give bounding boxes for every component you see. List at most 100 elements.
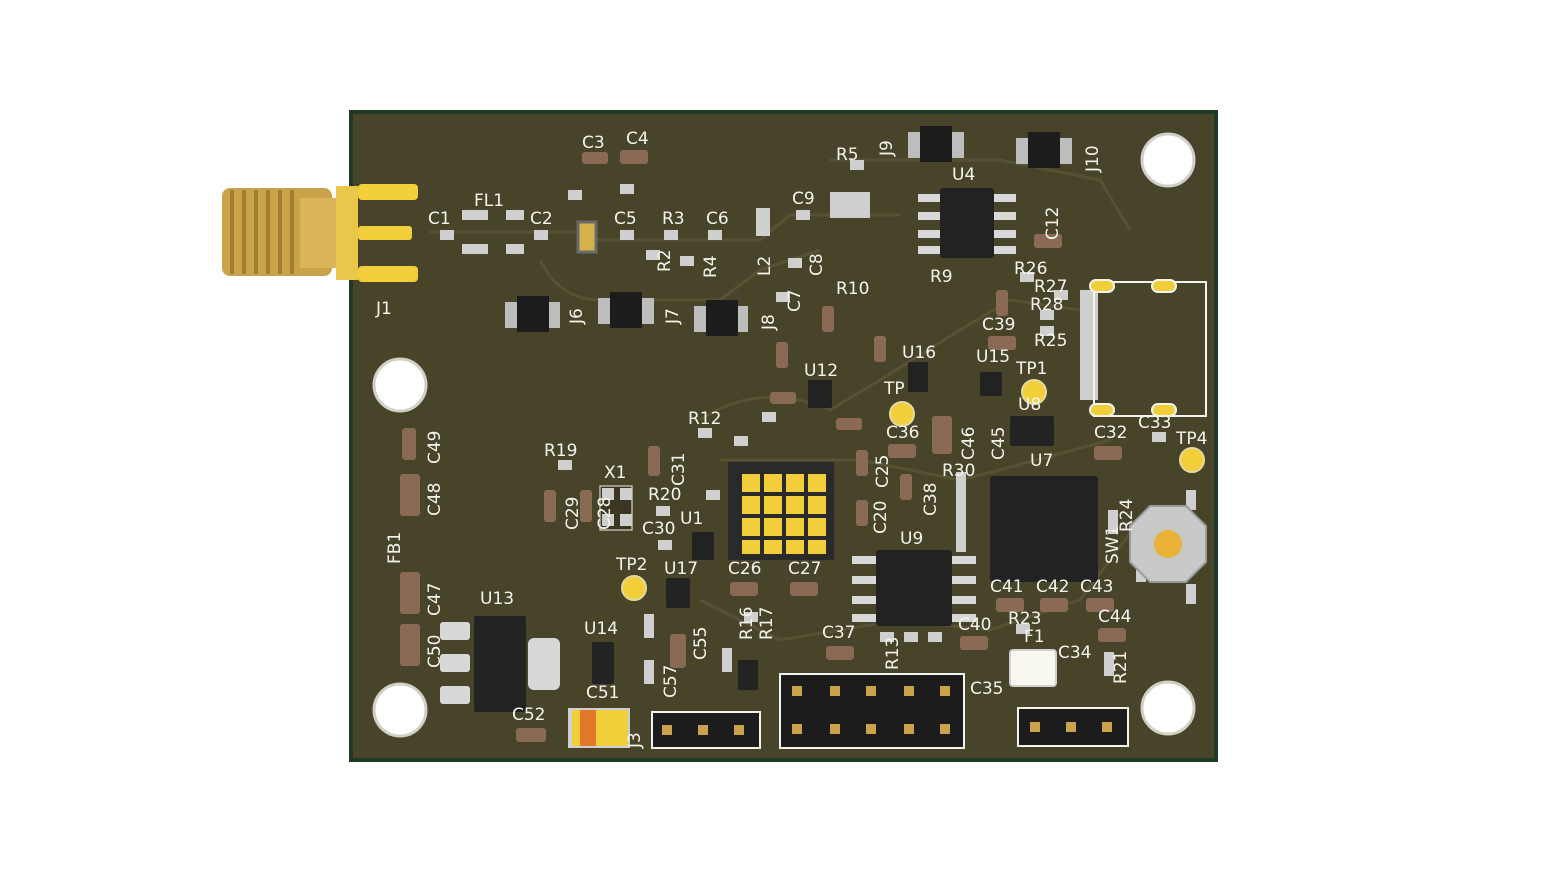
- ic-u4: [940, 188, 994, 258]
- mounting-hole-ml: [372, 357, 428, 413]
- label-j8: J8: [759, 314, 779, 331]
- silkscreen-labels: J1 FL1 C1 C2 C3 C4 C5 C6 R3 C9 R5 U4 J6 …: [375, 129, 1207, 749]
- label-c33: C33: [1138, 413, 1172, 433]
- label-c36: C36: [886, 423, 920, 443]
- label-c31: C31: [669, 452, 689, 486]
- label-r25: R25: [1034, 331, 1067, 351]
- label-u12: U12: [804, 361, 838, 381]
- label-r24: R24: [1117, 499, 1137, 532]
- mounting-holes: [372, 132, 1196, 738]
- tantalum-cap-c51: [568, 708, 630, 748]
- ic-packages: [474, 188, 1098, 712]
- label-c29: C29: [563, 496, 583, 530]
- label-c27: C27: [788, 559, 822, 579]
- label-c5: C5: [614, 209, 637, 229]
- sot-transistors: [505, 126, 1072, 336]
- label-r21: R21: [1111, 651, 1131, 684]
- mounting-hole-br: [1140, 680, 1196, 736]
- label-c57: C57: [661, 664, 681, 698]
- label-j1: J1: [375, 299, 392, 319]
- label-c39: C39: [982, 315, 1016, 335]
- label-c41: C41: [990, 577, 1024, 597]
- label-c6: C6: [706, 209, 729, 229]
- ic-u15: [980, 372, 1002, 396]
- label-c3: C3: [582, 133, 605, 153]
- label-c45: C45: [989, 426, 1009, 460]
- ic-u11: [738, 660, 758, 690]
- fuse-f1: [1009, 649, 1057, 687]
- label-r4: R4: [701, 255, 721, 278]
- label-sw1: SW1: [1103, 526, 1123, 564]
- crystal-x1: [599, 485, 633, 531]
- sma-connector-j1: [222, 184, 418, 282]
- label-r28: R28: [1030, 295, 1063, 315]
- label-c40: C40: [958, 615, 992, 635]
- label-c52: C52: [512, 705, 546, 725]
- pin-header-j5: [1017, 707, 1129, 747]
- label-c34: C34: [1058, 643, 1092, 663]
- label-j6: J6: [567, 308, 587, 325]
- label-j3: J3: [625, 732, 645, 749]
- passive-components: [400, 150, 1126, 742]
- label-u15: U15: [976, 347, 1010, 367]
- label-c25: C25: [873, 454, 893, 488]
- label-fb1: FB1: [385, 532, 405, 564]
- label-c26: C26: [728, 559, 762, 579]
- label-j10: J10: [1083, 145, 1103, 173]
- push-button-sw1: [1129, 490, 1207, 604]
- ic-u13: [474, 616, 526, 712]
- label-c37: C37: [822, 623, 856, 643]
- ic-u16: [908, 362, 928, 392]
- label-u9: U9: [900, 529, 923, 549]
- label-tp2: TP2: [615, 555, 647, 575]
- label-c7: C7: [785, 289, 805, 312]
- label-r20: R20: [648, 485, 681, 505]
- label-c46: C46: [959, 426, 979, 460]
- label-r5: R5: [836, 145, 859, 165]
- qfn-thermal-pads: [728, 462, 834, 560]
- label-r9: R9: [930, 267, 953, 287]
- label-u13: U13: [480, 589, 514, 609]
- label-u14: U14: [584, 619, 618, 639]
- label-j9: J9: [877, 140, 897, 157]
- label-c43: C43: [1080, 577, 1114, 597]
- label-r27: R27: [1034, 277, 1067, 297]
- test-point-tp2: [621, 575, 647, 601]
- label-u16: U16: [902, 343, 936, 363]
- label-c48: C48: [425, 482, 445, 516]
- label-c42: C42: [1036, 577, 1070, 597]
- label-c9: C9: [792, 189, 815, 209]
- rf-chip-u1: [576, 220, 598, 254]
- label-c55: C55: [691, 626, 711, 660]
- label-c2: C2: [530, 209, 553, 229]
- label-tp4: TP4: [1175, 429, 1207, 449]
- label-c44: C44: [1098, 607, 1132, 627]
- label-r2: R2: [655, 249, 675, 272]
- label-tp3: TP: [883, 379, 905, 399]
- label-c1: C1: [428, 209, 451, 229]
- ic-u9: [876, 550, 952, 626]
- label-u4: U4: [952, 165, 975, 185]
- label-c28: C28: [595, 496, 615, 530]
- connector-j2: [1089, 279, 1207, 417]
- label-u8: U8: [1018, 395, 1041, 415]
- ic-u12: [808, 380, 832, 408]
- label-r23: R23: [1008, 609, 1041, 629]
- label-r13: R13: [883, 637, 903, 670]
- test-point-tp1: [1021, 379, 1047, 405]
- label-c47: C47: [425, 582, 445, 616]
- label-c51: C51: [586, 683, 620, 703]
- label-x1: X1: [604, 463, 626, 483]
- label-r16: R16: [737, 607, 757, 640]
- label-c32: C32: [1094, 423, 1128, 443]
- label-f1: F1: [1024, 627, 1045, 647]
- ic-u14: [592, 642, 614, 684]
- mounting-hole-bl: [372, 682, 428, 738]
- label-c49: C49: [425, 430, 445, 464]
- ic-u1: [692, 532, 714, 560]
- ic-u17: [666, 578, 690, 608]
- label-u17: U17: [664, 559, 698, 579]
- pin-header-debug: [779, 673, 965, 749]
- label-r26: R26: [1014, 259, 1047, 279]
- label-r30: R30: [942, 461, 975, 481]
